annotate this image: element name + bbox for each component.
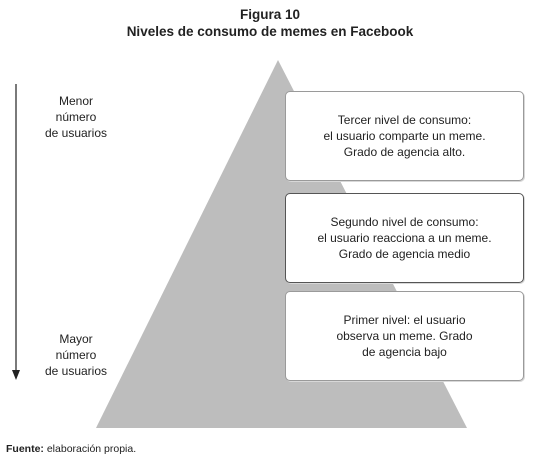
level-box-first: Primer nivel: el usuario observa un meme…	[285, 291, 524, 381]
source-text: elaboración propia.	[43, 443, 137, 455]
figure-title: Niveles de consumo de memes en Facebook	[126, 24, 414, 39]
arrow-label-top: Menor número de usuarios	[44, 94, 108, 140]
figure-number: Figura 10	[239, 7, 301, 22]
level-text-third: Tercer nivel de consumo: el usuario comp…	[323, 113, 486, 159]
source-note: Fuente: elaboración propia.	[6, 443, 136, 455]
level-text-first: Primer nivel: el usuario observa un meme…	[336, 313, 473, 359]
figure-caption: Figura 10 Niveles de consumo de memes en…	[0, 6, 540, 40]
level-box-second: Segundo nivel de consumo: el usuario rea…	[285, 193, 524, 283]
level-text-second: Segundo nivel de consumo: el usuario rea…	[317, 215, 492, 261]
level-box-third: Tercer nivel de consumo: el usuario comp…	[285, 91, 524, 181]
arrow-label-bottom: Mayor número de usuarios	[44, 332, 108, 378]
arrow-head	[12, 370, 20, 380]
source-label: Fuente:	[6, 443, 44, 455]
